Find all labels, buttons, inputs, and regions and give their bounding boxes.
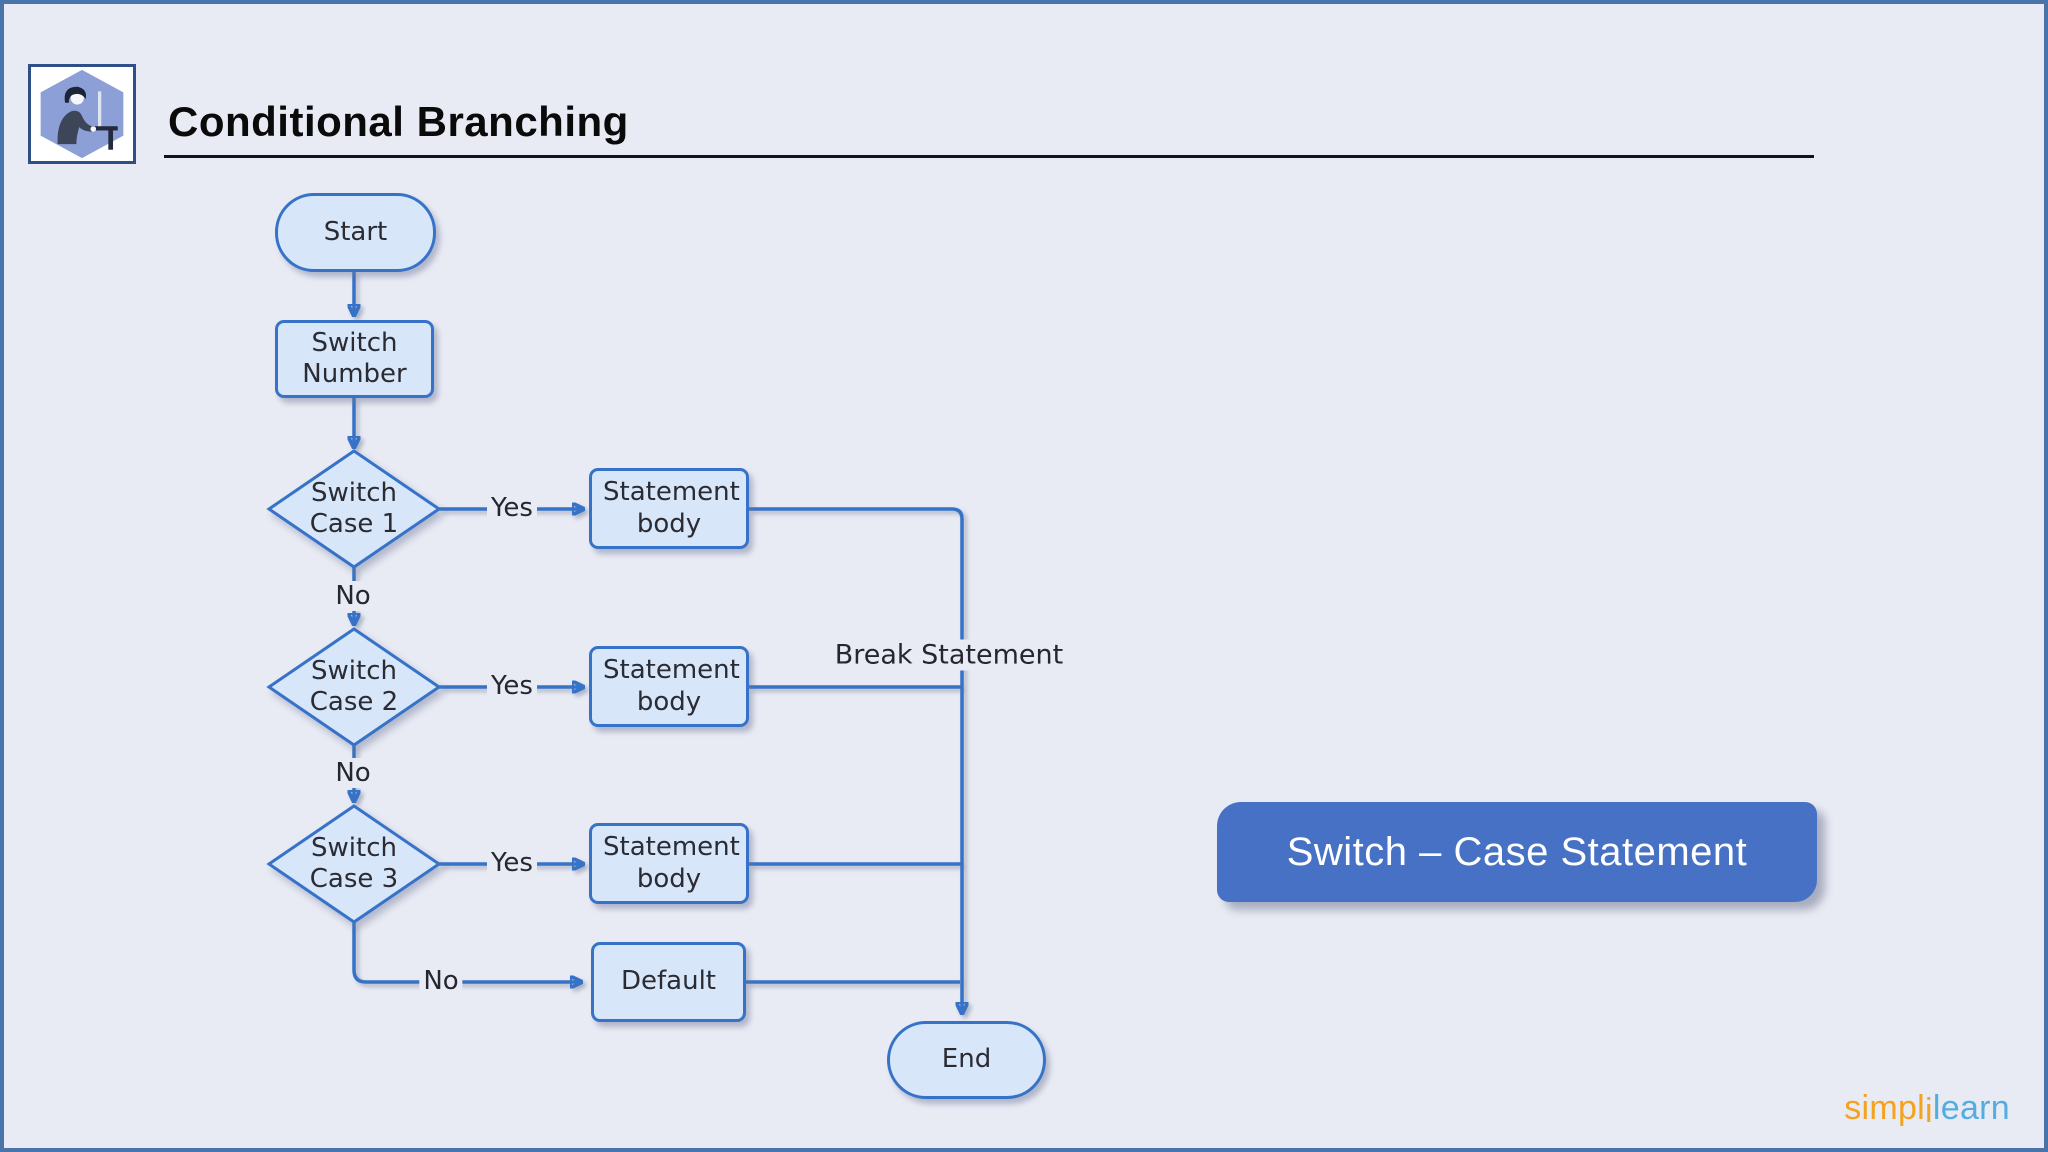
flow-node-statement-body-3: Statement body <box>589 823 749 904</box>
page-title: Conditional Branching <box>168 98 629 145</box>
decision-diamond-shape <box>266 804 442 924</box>
brand-part-learn: learn <box>1932 1089 2010 1127</box>
edge-label-break-statement: Break Statement <box>827 639 1071 671</box>
brand-logo <box>28 64 136 164</box>
flow-node-statement-body-3-label: Statement body <box>603 832 740 894</box>
decision-diamond-shape <box>266 627 442 747</box>
flow-node-statement-body-1-label: Statement body <box>603 477 740 539</box>
flow-node-switch-case-2: Switch Case 2 <box>266 627 442 747</box>
edge-label-no-3: No <box>419 966 463 996</box>
flow-node-statement-body-1: Statement body <box>589 468 749 549</box>
flow-node-switch-case-3: Switch Case 3 <box>266 804 442 924</box>
flow-node-switch-case-1-label: Switch Case 1 <box>309 477 399 539</box>
flow-node-switch-number: Switch Number <box>275 320 434 398</box>
edge-body1-break-to-end <box>749 507 962 1014</box>
banner-label: Switch – Case Statement <box>1286 829 1748 874</box>
title-underline <box>164 155 1814 158</box>
edge-case3-no-to-default <box>352 922 582 982</box>
edge-label-no-2: No <box>331 758 375 788</box>
decision-diamond-shape <box>266 449 442 569</box>
flow-node-end-label: End <box>941 1044 992 1075</box>
flow-node-end: End <box>887 1021 1046 1099</box>
flow-node-statement-body-2: Statement body <box>589 646 749 727</box>
brand-part-i: i <box>1925 1092 1933 1130</box>
banner-switch-case-statement: Switch – Case Statement <box>1217 802 1817 902</box>
edge-label-yes-3: Yes <box>487 848 537 878</box>
flow-node-switch-case-2-label: Switch Case 2 <box>309 655 399 717</box>
person-at-computer-icon <box>40 69 124 159</box>
flow-node-switch-case-1: Switch Case 1 <box>266 449 442 569</box>
flow-node-start-label: Start <box>323 216 388 247</box>
flow-node-start: Start <box>275 193 436 272</box>
brand-wordmark: simplilearn <box>1844 1089 2010 1130</box>
edge-label-yes-1: Yes <box>487 493 537 523</box>
flow-connectors <box>4 272 2048 1152</box>
flow-node-default-label: Default <box>621 966 716 997</box>
flow-node-statement-body-2-label: Statement body <box>603 655 740 717</box>
flow-node-switch-case-3-label: Switch Case 3 <box>309 832 399 894</box>
edge-label-no-1: No <box>331 581 375 611</box>
brand-part-simpl: simpl <box>1844 1089 1926 1127</box>
flow-node-switch-number-label: Switch Number <box>302 327 407 389</box>
edge-label-yes-2: Yes <box>487 671 537 701</box>
flow-node-default: Default <box>591 942 746 1022</box>
